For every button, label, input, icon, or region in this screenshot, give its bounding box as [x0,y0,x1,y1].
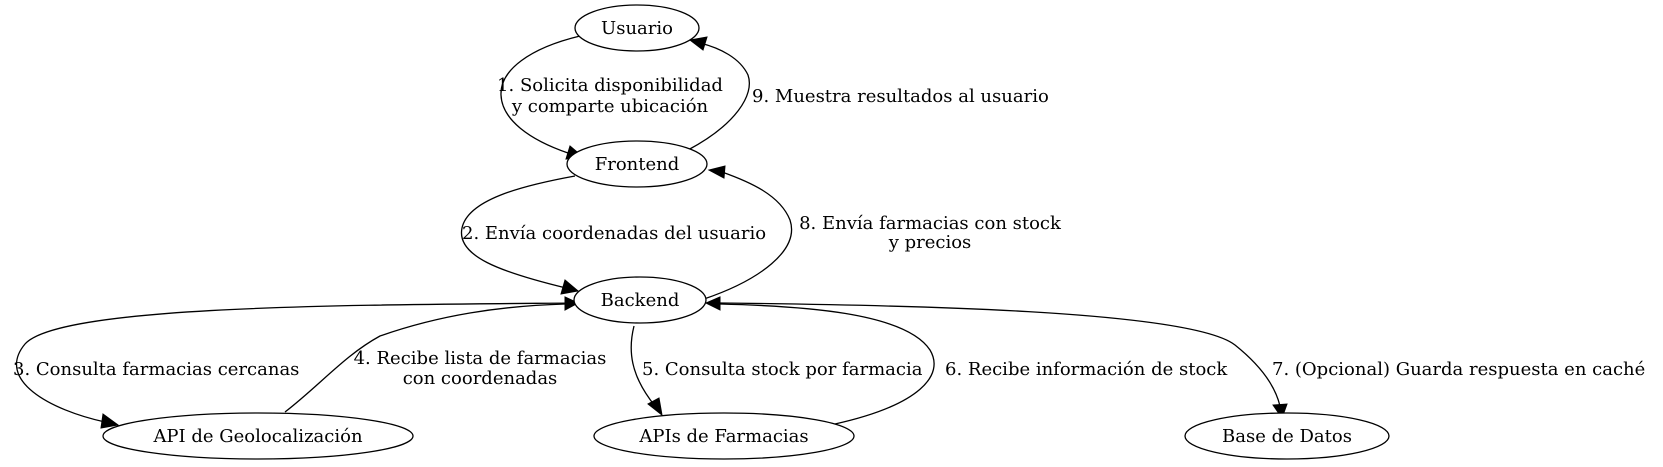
node-frontend: Frontend [566,140,708,188]
node-api-geolocalizacion: API de Geolocalización [102,412,414,460]
node-bd-label: Base de Datos [1222,426,1352,447]
edge-8-label-line2: y precios [888,232,972,253]
node-backend-label: Backend [601,290,680,311]
edge-8-label-line1: 8. Envía farmacias con stock [799,213,1062,234]
edge-9-label: 9. Muestra resultados al usuario [752,86,1049,107]
node-farmacias-label: APIs de Farmacias [638,426,808,447]
node-base-de-datos: Base de Datos [1184,412,1390,460]
edge-2-label: 2. Envía coordenadas del usuario [462,223,766,244]
edge-7-label: 7. (Opcional) Guarda respuesta en caché [1272,359,1645,380]
edge-1-label-line1: 1. Solicita disponibilidad [497,75,723,96]
edge-4-geo-backend [284,296,580,413]
node-frontend-label: Frontend [595,154,680,175]
edge-4-label-line1: 4. Recibe lista de farmacias [354,348,607,369]
edge-8-backend-frontend [703,165,793,300]
node-backend: Backend [573,276,707,324]
edge-7-backend-bd [719,302,1288,420]
node-geo-label: API de Geolocalización [152,426,363,447]
edge-5-label: 5. Consulta stock por farmacia [642,359,923,380]
node-apis-farmacias: APIs de Farmacias [593,412,855,460]
edge-5-backend-farmacias [630,325,663,417]
edge-6-label: 6. Recibe información de stock [945,359,1228,380]
node-usuario-label: Usuario [601,18,673,39]
node-usuario: Usuario [574,4,700,52]
edge-4-label-line2: con coordenadas [403,368,558,389]
edge-9-frontend-usuario [687,36,750,151]
edge-3-backend-geo [16,302,577,429]
edge-1-label-line2: y comparte ubicación [511,96,709,117]
edge-3-label: 3. Consulta farmacias cercanas [13,359,299,380]
edge-2-frontend-backend [460,175,580,295]
